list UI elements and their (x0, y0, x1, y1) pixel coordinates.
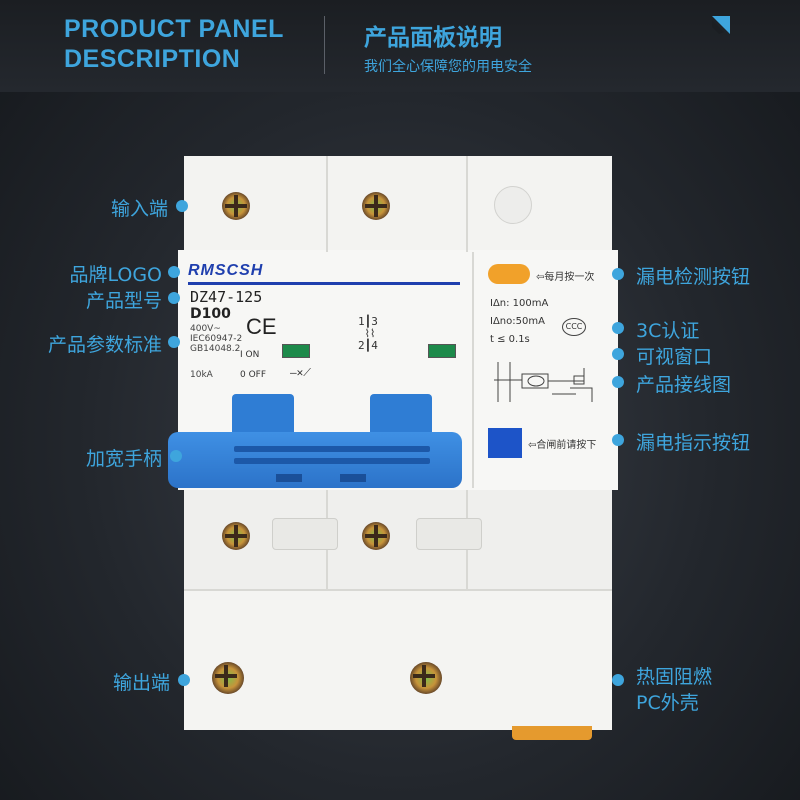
curve-rating: D100 (190, 306, 231, 322)
on-label: I ON (240, 350, 260, 360)
label-parameters: 产品参数标准 (47, 334, 162, 356)
pole-diagram-icon: 1┃3 ⌇⌇2┃4 (358, 315, 378, 352)
cable-opening (272, 518, 338, 550)
header-title-en-line1: PRODUCT PANEL (64, 15, 284, 43)
label-window: 可视窗口 (636, 346, 713, 368)
rcd-seam (472, 252, 474, 488)
test-instruction: ⇦每月按一次 (536, 272, 595, 283)
indicator-instruction: ⇦合闸前请按下 (528, 440, 597, 451)
spec-gb: GB14048.2 (190, 344, 241, 354)
off-label: 0 OFF (240, 370, 267, 380)
output-terminal-screw[interactable] (410, 662, 442, 694)
pole-seam (466, 156, 468, 252)
mid-terminal-screw[interactable] (222, 522, 250, 550)
marker-dot (168, 336, 180, 348)
breaker-top-section (184, 156, 612, 252)
label-model: 产品型号 (85, 290, 162, 312)
breaker-mid-section (184, 490, 612, 590)
label-brand-logo: 品牌LOGO (69, 264, 162, 286)
body-seam (184, 589, 612, 591)
handle-groove (234, 458, 430, 464)
marker-dot (178, 674, 190, 686)
leak-indicator-button[interactable] (488, 428, 522, 458)
marker-dot (612, 434, 624, 446)
breaking-capacity: 10kA (190, 370, 213, 380)
brand-logo: RMSCSH (188, 262, 264, 279)
indicator-instruction-text: 合闸前请按下 (536, 440, 597, 451)
brand-underline (188, 282, 460, 285)
marker-dot (612, 322, 624, 334)
marker-dot (612, 674, 624, 686)
marker-dot (170, 450, 182, 462)
ccc-mark: CCC (562, 318, 586, 336)
header-divider (324, 16, 325, 74)
cable-opening (416, 518, 482, 550)
marker-dot (612, 376, 624, 388)
status-window (428, 344, 456, 358)
non-operating-residual: IΔno:50mA (490, 316, 545, 327)
trip-time: t ≤ 0.1s (490, 334, 530, 345)
spec-iec: IEC60947-2 (190, 334, 243, 344)
ce-mark: CE (246, 314, 277, 339)
label-leak-test-button: 漏电检测按钮 (636, 266, 751, 288)
header-title-en-line2: DESCRIPTION (64, 45, 241, 73)
marker-dot (612, 268, 624, 280)
din-clip (512, 726, 592, 740)
test-instruction-text: 每月按一次 (544, 272, 595, 283)
input-terminal-screw[interactable] (362, 192, 390, 220)
header-title-cn: 产品面板说明 (364, 25, 502, 51)
marker-dot (168, 292, 180, 304)
label-output-terminal: 输出端 (112, 672, 170, 694)
header-title-en: PRODUCT PANEL DESCRIPTION (64, 14, 284, 74)
terminal-hole (494, 186, 532, 224)
label-3c-cert: 3C认证 (636, 320, 700, 342)
wiring-diagram-icon (494, 362, 593, 402)
breaker-bottom-section (184, 590, 612, 730)
label-handle: 加宽手柄 (85, 448, 162, 470)
label-material: 热固阻燃 PC外壳 (636, 664, 712, 716)
mid-terminal-screw[interactable] (362, 522, 390, 550)
leak-test-button[interactable] (488, 264, 530, 284)
switch-symbol-icon: —✕⟋ (290, 366, 311, 379)
label-material-line2: PC外壳 (636, 692, 699, 714)
rated-residual: IΔn: 100mA (490, 298, 549, 309)
handle-slot (276, 474, 302, 482)
label-wiring: 产品接线图 (636, 374, 732, 396)
marker-dot (176, 200, 188, 212)
label-material-line1: 热固阻燃 (636, 666, 713, 688)
corner-arrow-icon (712, 16, 730, 34)
output-terminal-screw[interactable] (212, 662, 244, 694)
label-leak-indicator: 漏电指示按钮 (636, 432, 751, 454)
input-terminal-screw[interactable] (222, 192, 250, 220)
marker-dot (168, 266, 180, 278)
header-subtitle: 我们全心保障您的用电安全 (364, 59, 532, 75)
handle-slot (340, 474, 366, 482)
pole-seam (326, 156, 328, 252)
spec-voltage: 400V~ (190, 324, 221, 334)
handle-groove (234, 446, 430, 452)
header: PRODUCT PANEL DESCRIPTION 产品面板说明 我们全心保障您… (0, 0, 800, 92)
marker-dot (612, 348, 624, 360)
status-window (282, 344, 310, 358)
label-input-terminal: 输入端 (110, 198, 168, 220)
model-number: DZ47-125 (190, 288, 263, 306)
